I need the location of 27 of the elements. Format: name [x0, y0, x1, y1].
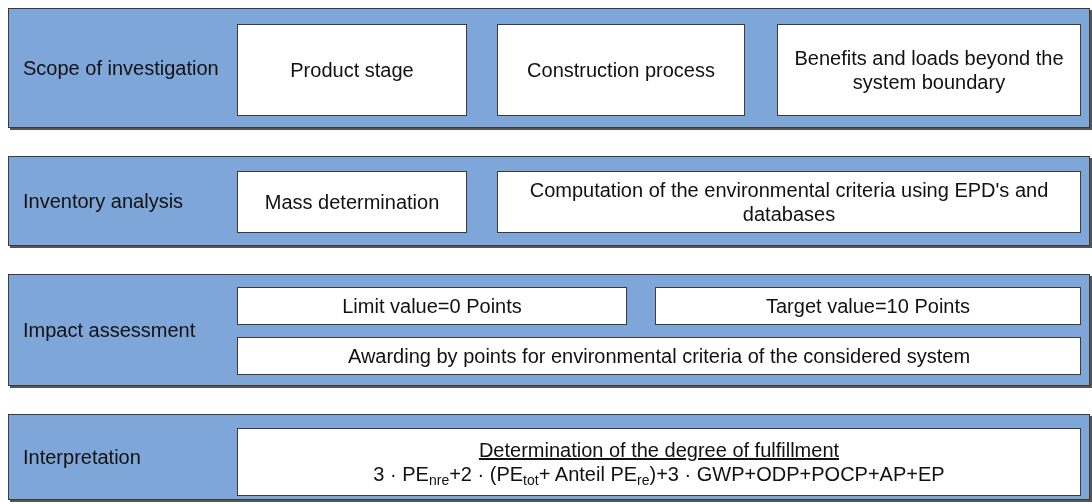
box-text: Mass determination [264, 190, 440, 214]
stage-label: Impact assessment [23, 317, 197, 343]
process-box [237, 337, 1081, 375]
stage-band [8, 8, 1090, 128]
process-box [237, 171, 467, 233]
process-box [237, 287, 627, 325]
box-text: Construction process [527, 58, 715, 82]
box-text: Computation of the environmental criteria using EPD's and databases [528, 178, 1050, 226]
stage-band [8, 414, 1090, 500]
process-box [237, 24, 467, 116]
box-text: Product stage [290, 58, 414, 82]
stage-label: Interpretation [23, 444, 142, 470]
process-box [655, 287, 1081, 325]
process-box [497, 171, 1081, 233]
process-box [497, 24, 745, 116]
box-text: Benefits and loads beyond the system boundary [793, 46, 1065, 94]
stage-label: Scope of investigation [23, 55, 220, 81]
formula-text: 3 · PE$_{nre}$+2 · (PE$_{tot}$+ Anteil PE$_{re}$)+3 · GWP+ODP+POCP+AP+EP [373, 462, 945, 486]
stage-band [8, 156, 1090, 246]
box-text: Limit value=0 Points [342, 294, 522, 318]
box-text: Target value=10 Points [766, 294, 970, 318]
stage-band [8, 274, 1090, 386]
box-text: Awarding by points for environmental criteria of the considered system [347, 344, 971, 368]
heading-text: Determination of the degree of fulfillment [478, 438, 840, 462]
process-box [777, 24, 1081, 116]
process-box [237, 428, 1081, 496]
stage-label: Inventory analysis [23, 188, 185, 214]
